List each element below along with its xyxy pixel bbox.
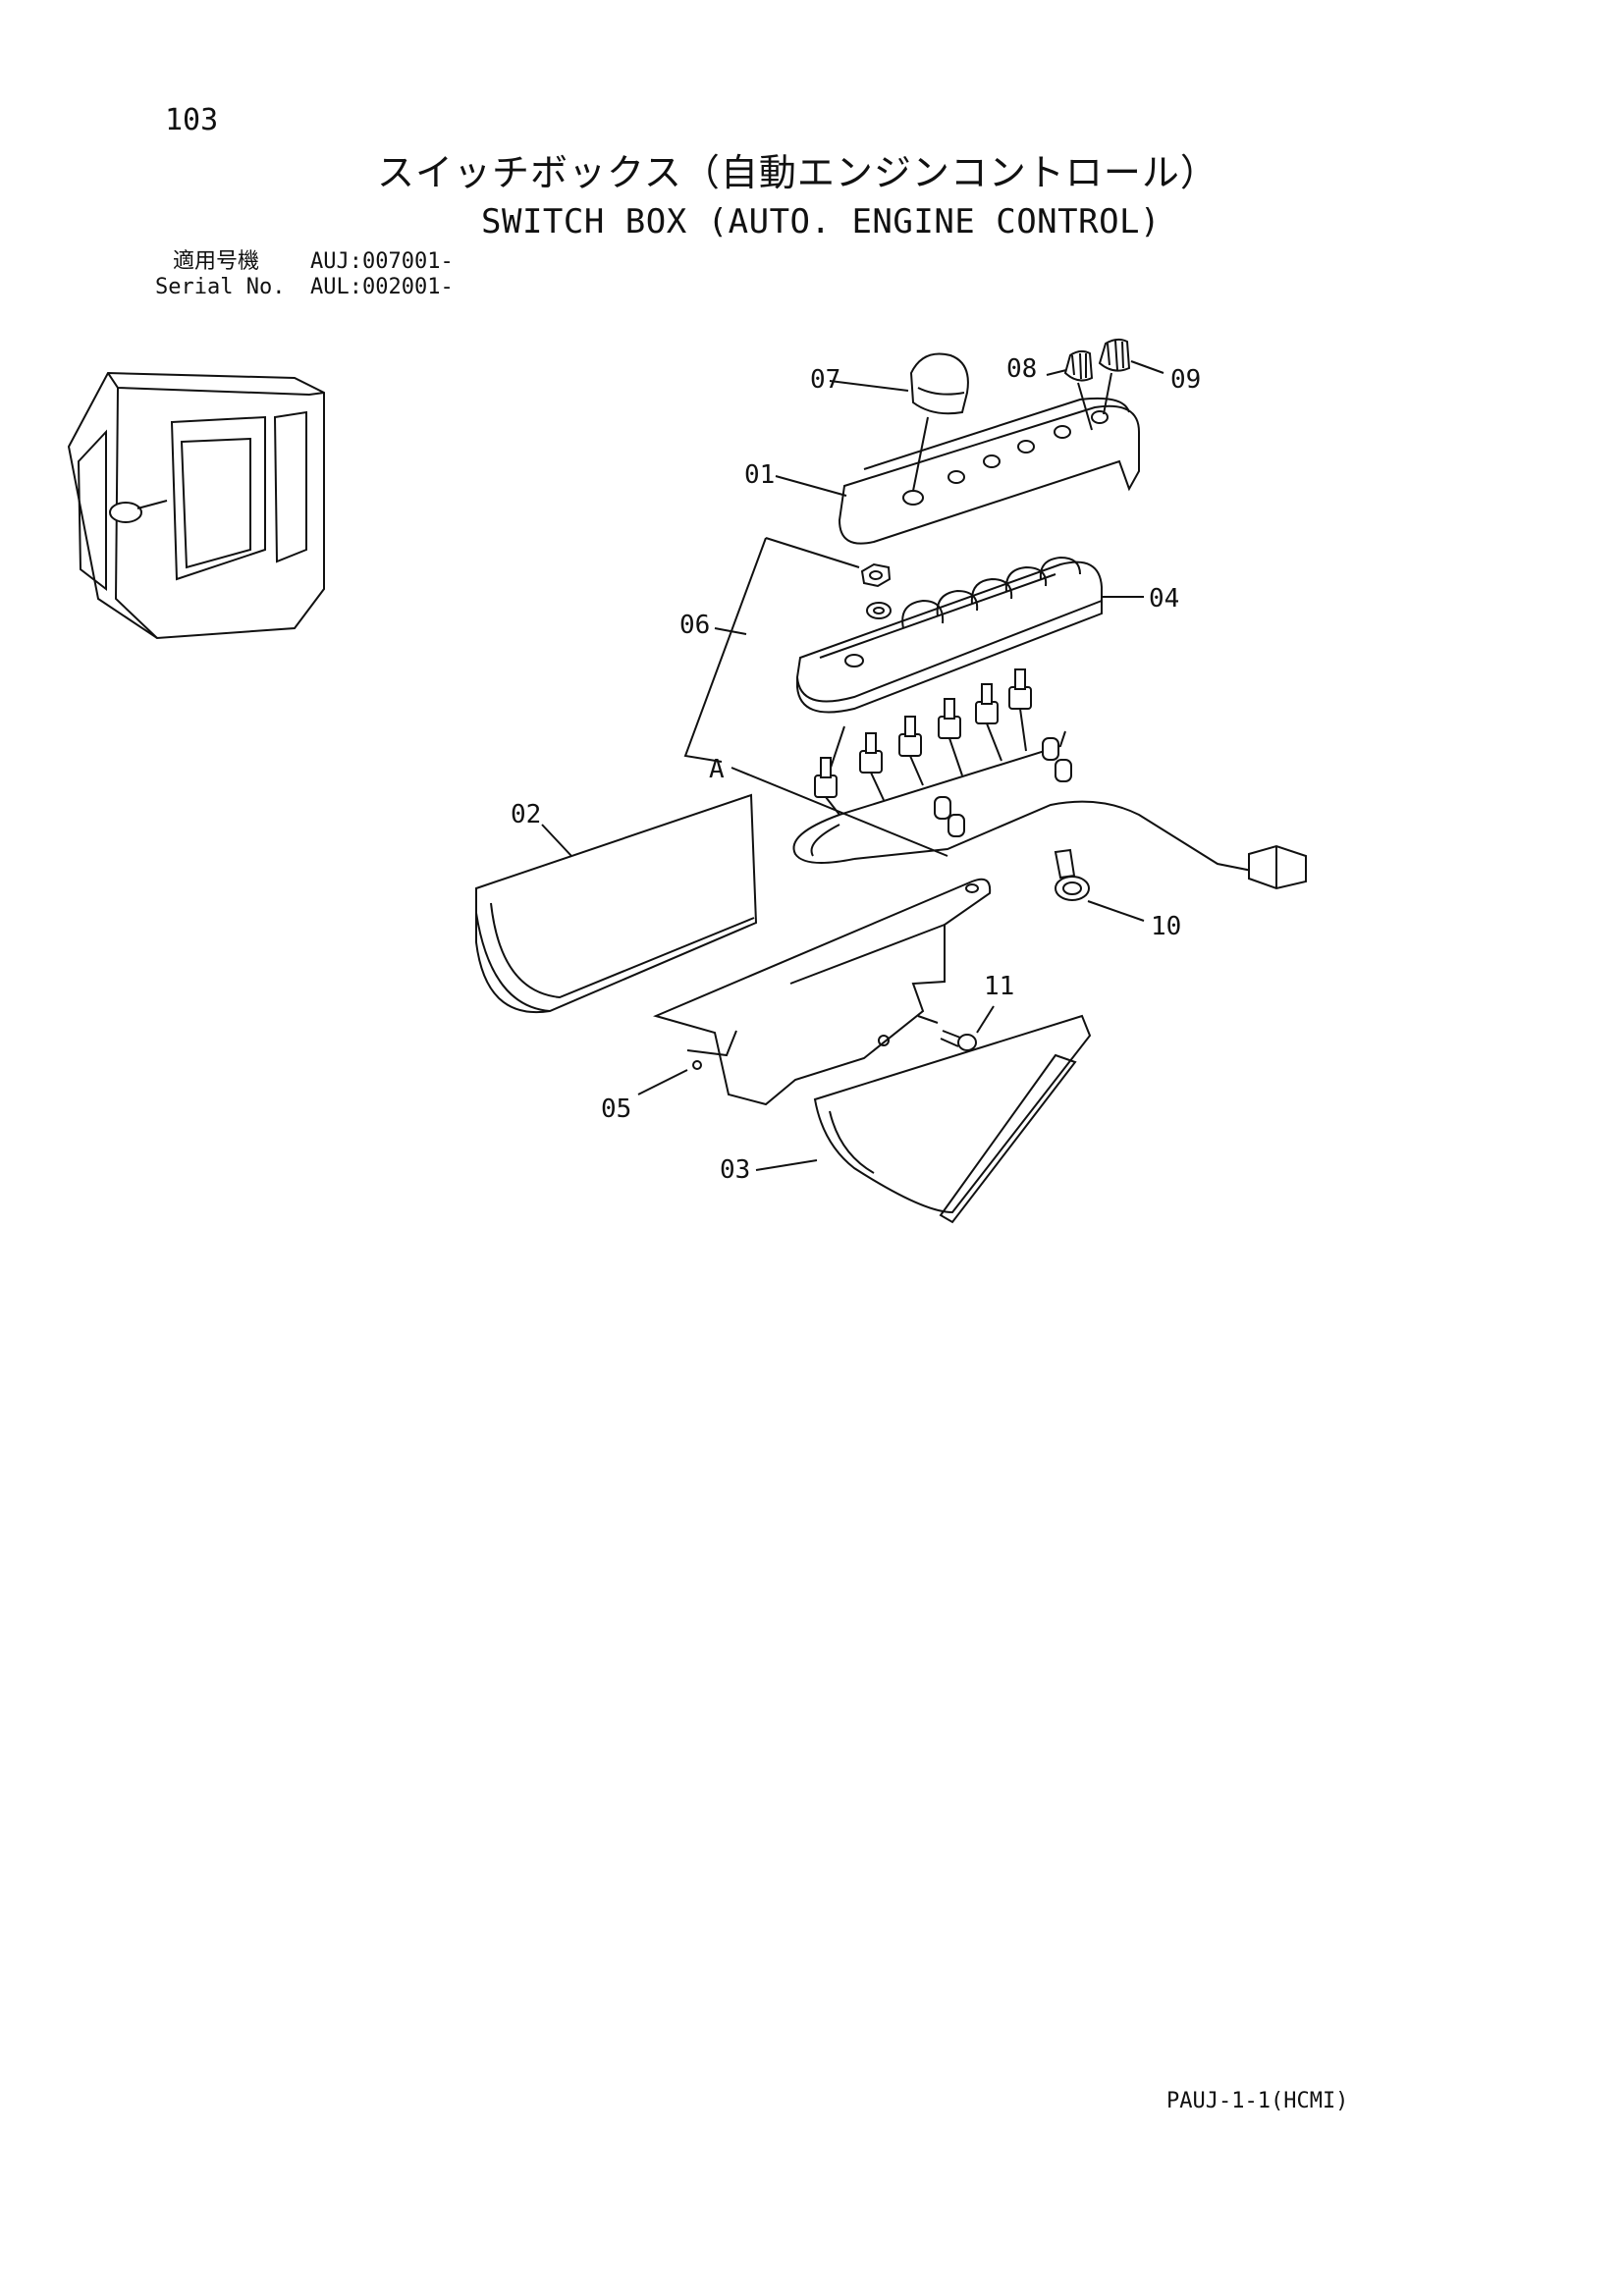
leader-09-to-hole bbox=[1103, 372, 1112, 415]
leader-08 bbox=[1046, 369, 1067, 376]
callout-06: 06 bbox=[679, 611, 710, 640]
leader-03 bbox=[755, 1159, 818, 1171]
callout-10: 10 bbox=[1151, 912, 1181, 941]
part-05-mounting-bracket bbox=[653, 878, 992, 1106]
part-01-upper-cover bbox=[838, 397, 1140, 545]
cab-locator-illustration bbox=[67, 371, 325, 640]
leader-07-to-hole bbox=[912, 416, 929, 492]
serial-value-aul: AUL:002001- bbox=[310, 275, 454, 299]
part-09-rotary-knob bbox=[1098, 338, 1131, 372]
leader-08-to-hole bbox=[1077, 382, 1093, 431]
leader-11 bbox=[976, 1005, 995, 1034]
leader-06 bbox=[714, 627, 747, 635]
leader-09 bbox=[1130, 360, 1164, 374]
callout-08: 08 bbox=[1006, 354, 1037, 384]
leader-02 bbox=[541, 824, 572, 857]
page-number: 103 bbox=[165, 103, 219, 137]
callout-02: 02 bbox=[511, 800, 541, 829]
part-07-knob bbox=[909, 352, 969, 415]
toggle-switches-and-harness bbox=[792, 668, 1307, 890]
part-10-clamp bbox=[1054, 848, 1090, 901]
part-11-screw bbox=[917, 1015, 977, 1051]
leader-01 bbox=[775, 475, 847, 497]
part-03-right-cover bbox=[813, 1014, 1092, 1224]
callout-03: 03 bbox=[720, 1155, 750, 1185]
nut-and-washer bbox=[860, 562, 892, 619]
part-04-switch-base bbox=[795, 556, 1103, 714]
title-english: SWITCH BOX (AUTO. ENGINE CONTROL) bbox=[481, 202, 1162, 241]
serial-label-japanese: 適用号機 bbox=[173, 249, 260, 274]
leader-view-a bbox=[731, 767, 948, 857]
callout-07: 07 bbox=[810, 365, 840, 395]
footer-document-code: PAUJ-1-1(HCMI) bbox=[1166, 2089, 1349, 2113]
part-08-rotary-knob bbox=[1063, 349, 1094, 382]
leader-10 bbox=[1087, 900, 1145, 922]
callout-04: 04 bbox=[1149, 584, 1179, 614]
callout-09: 09 bbox=[1170, 365, 1201, 395]
callout-view-a: A bbox=[709, 755, 725, 784]
callout-05: 05 bbox=[601, 1095, 631, 1124]
serial-label-english: Serial No. bbox=[155, 275, 286, 299]
callout-11: 11 bbox=[984, 972, 1014, 1001]
leader-05 bbox=[637, 1069, 688, 1095]
serial-value-auj: AUJ:007001- bbox=[310, 249, 454, 274]
title-japanese: スイッチボックス（自動エンジンコントロール） bbox=[377, 151, 1218, 194]
callout-01: 01 bbox=[744, 460, 775, 490]
leader-07 bbox=[829, 380, 909, 392]
part-02-left-cover bbox=[475, 793, 758, 1014]
